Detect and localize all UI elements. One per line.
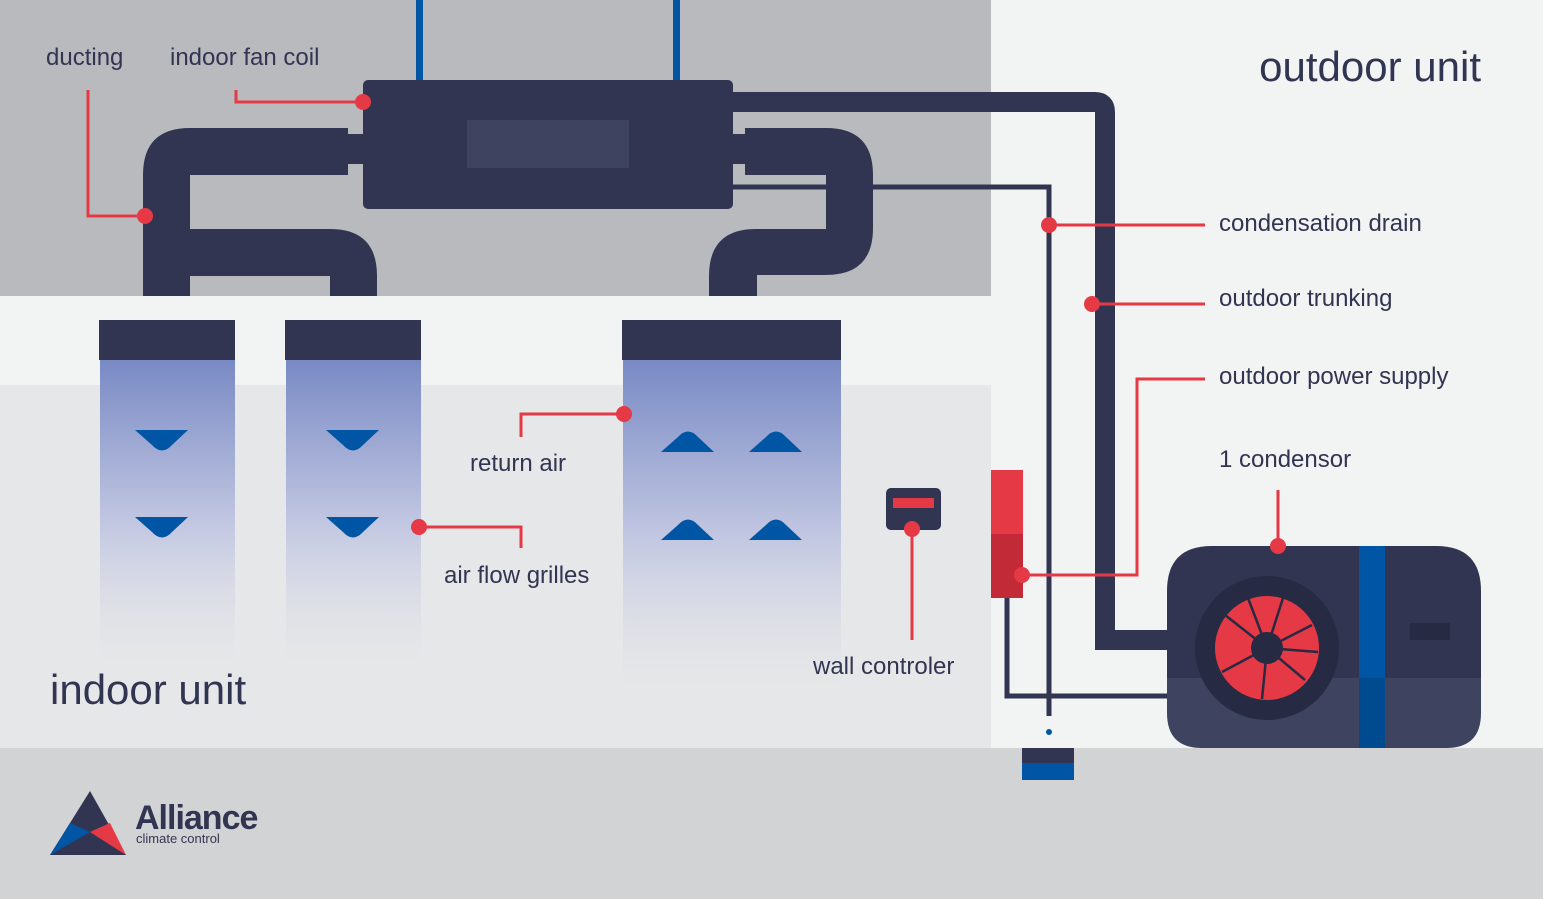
condenser-stripe xyxy=(1359,546,1385,678)
brand-tagline: climate control xyxy=(136,831,220,846)
brand-name: Alliance xyxy=(135,799,257,837)
ducting-left-outer xyxy=(143,128,348,296)
callout-dot xyxy=(411,519,427,535)
drain-outlet-top xyxy=(1022,748,1074,763)
duct-connector-right xyxy=(730,134,750,164)
callout-line-return-air xyxy=(519,412,624,437)
fan-coil-panel xyxy=(467,120,629,168)
condensation-drain-pipe xyxy=(733,184,1052,716)
title-indoor-unit: indoor unit xyxy=(50,666,246,713)
label-return-air: return air xyxy=(470,450,566,477)
outdoor-trunking-pipe xyxy=(733,92,1175,650)
callout-line-grilles xyxy=(419,525,523,548)
callout-dot xyxy=(137,208,153,224)
ducting-left-inner xyxy=(190,229,377,296)
airflow-down-arrow xyxy=(326,517,379,538)
callout-line-ducting xyxy=(86,90,145,218)
label-condensor: 1 condensor xyxy=(1219,446,1351,473)
alliance-logo: Alliance climate control xyxy=(50,791,258,855)
condenser-unit xyxy=(1167,546,1481,748)
callout-dot xyxy=(1270,538,1286,554)
airflow-up-arrow xyxy=(661,519,714,540)
callout-dot xyxy=(904,521,920,537)
label-outdoor-trunking: outdoor trunking xyxy=(1219,285,1392,312)
callout-dot xyxy=(355,94,371,110)
return-air-grille xyxy=(622,320,841,689)
duct-connector-left xyxy=(345,134,367,164)
ground xyxy=(0,748,1543,899)
callout-dot xyxy=(1084,296,1100,312)
airflow-up-arrow xyxy=(749,519,802,540)
condenser-stripe-lower xyxy=(1359,678,1385,748)
airflow-up-arrow xyxy=(749,431,802,452)
airflow-up-arrow xyxy=(661,431,714,452)
condenser-vent xyxy=(1410,623,1450,640)
triangle-logo-icon xyxy=(50,791,126,855)
fan-icon xyxy=(1215,596,1319,700)
power-supply-box-bottom xyxy=(991,534,1023,598)
label-wall-controller: wall controler xyxy=(812,653,954,680)
grille-air-column xyxy=(286,359,421,664)
callout-dot xyxy=(1041,217,1057,233)
grille-air-column xyxy=(100,359,235,664)
airflow-down-arrow xyxy=(135,517,188,538)
label-ducting: ducting xyxy=(46,44,123,71)
label-indoor-fan-coil: indoor fan coil xyxy=(170,44,319,71)
grille-cap xyxy=(99,320,235,360)
callout-line-fan-coil xyxy=(234,90,363,104)
callout-dot xyxy=(1014,567,1030,583)
grille-cap xyxy=(622,320,841,360)
title-outdoor-unit: outdoor unit xyxy=(1259,43,1481,90)
refrigerant-pipe-left xyxy=(416,0,423,99)
ducting-right xyxy=(709,128,873,296)
power-supply-box-top xyxy=(991,470,1023,534)
grille-cap xyxy=(285,320,421,360)
air-flow-grille-2 xyxy=(285,320,421,664)
callout-dot xyxy=(616,406,632,422)
label-outdoor-power-supply: outdoor power supply xyxy=(1219,363,1448,390)
callout-line-power xyxy=(1022,377,1205,577)
air-flow-grille-1 xyxy=(99,320,235,664)
airflow-down-arrow xyxy=(135,430,188,451)
drain-drip xyxy=(1046,729,1052,735)
refrigerant-pipe-right xyxy=(673,0,680,99)
label-condensation-drain: condensation drain xyxy=(1219,210,1422,237)
airflow-down-arrow xyxy=(326,430,379,451)
power-cable xyxy=(1004,598,1175,699)
drain-outlet-water xyxy=(1022,763,1074,780)
grille-air-column xyxy=(623,359,841,689)
label-air-flow-grilles: air flow grilles xyxy=(444,562,589,589)
wall-controller-display xyxy=(893,498,934,508)
